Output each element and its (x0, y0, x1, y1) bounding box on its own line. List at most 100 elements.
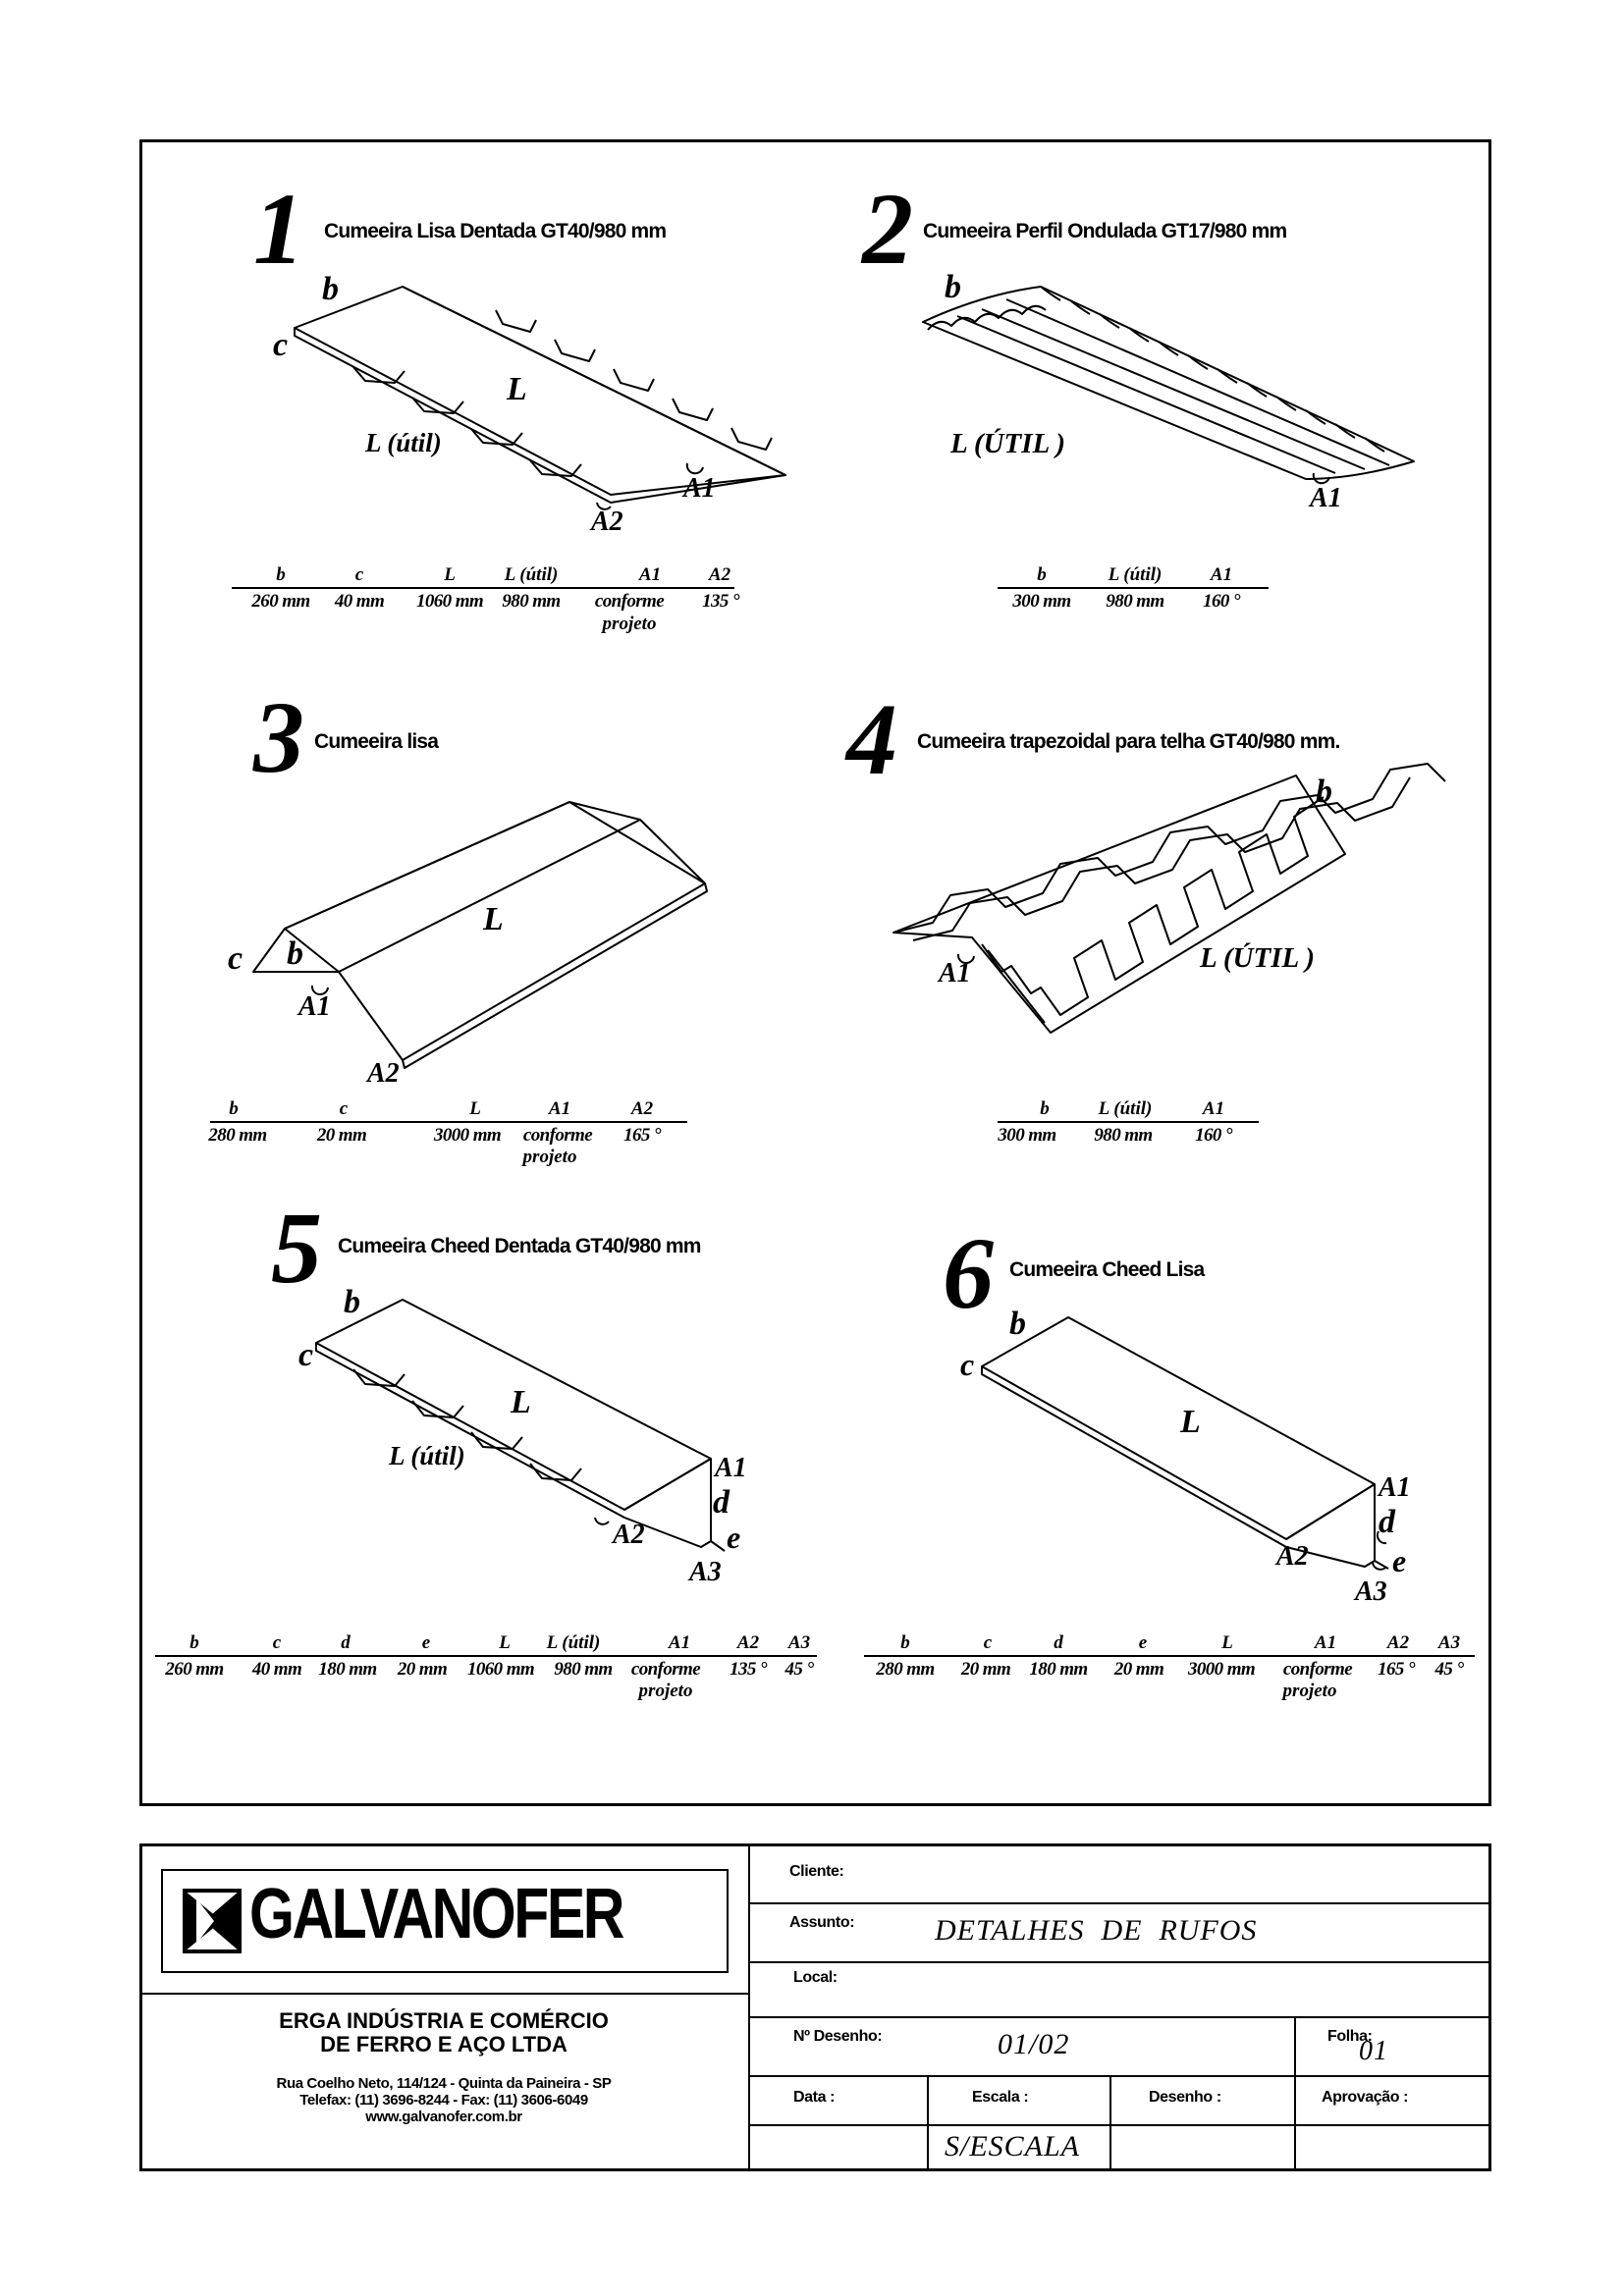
company-phone: Telefax: (11) 3696-8244 - Fax: (11) 3606… (299, 2092, 588, 2109)
item-2-label-L-util: L (ÚTIL ) (950, 428, 1066, 459)
row-line-1 (748, 1902, 1491, 1904)
item-3-label-A2: A2 (367, 1058, 400, 1089)
titleblock-divider (748, 1843, 750, 2171)
desenho-label: Desenho : (1149, 2089, 1221, 2106)
item-3-number: 3 (253, 681, 304, 794)
company-website: www.galvanofer.com.br (365, 2109, 522, 2125)
item-6-dim-headers: b c d e L A1 A2 A3 (864, 1628, 1475, 1657)
cliente-label: Cliente: (789, 1863, 844, 1880)
col-line-1 (927, 2075, 929, 2171)
company-address: Rua Coelho Neto, 114/124 - Quinta da Pai… (276, 2075, 612, 2092)
item-3-note: projeto (522, 1147, 577, 1167)
item-5-title: Cumeeira Cheed Dentada GT40/980 mm (338, 1235, 701, 1257)
item-2-title: Cumeeira Perfil Ondulada GT17/980 mm (923, 220, 1287, 242)
item-1-label-b: b (322, 271, 339, 307)
galvanofer-logo-icon (183, 1889, 242, 1953)
local-label: Local: (793, 1969, 838, 1986)
item-5-dim-headers: b c d e L L (útil) A1 A2 A3 (155, 1628, 817, 1657)
col-line-3 (1294, 2075, 1296, 2171)
ndesenho-value: 01/02 (998, 2028, 1070, 2060)
item-1-label-A2: A2 (591, 507, 623, 537)
item-6-note: projeto (1282, 1681, 1337, 1701)
escala-value: S/ESCALA (945, 2130, 1081, 2163)
assunto-label: Assunto: (789, 1914, 855, 1931)
item-2-number: 2 (862, 173, 913, 286)
titleblock-frame (139, 1843, 1491, 2171)
item-4-number: 4 (846, 683, 897, 796)
item-6-label-d: d (1379, 1504, 1395, 1540)
company-name-line1: ERGA INDÚSTRIA E COMÉRCIO (279, 2008, 609, 2033)
item-6-label-e: e (1392, 1543, 1407, 1578)
item-6-label-L: L (1180, 1404, 1201, 1440)
item-6-dim-values: 280 mm 20 mm 180 mm 20 mm 3000 mm confor… (876, 1659, 1464, 1680)
escala-label: Escala : (972, 2089, 1029, 2106)
item-5-label-e: e (727, 1520, 741, 1555)
item-4-label-A1: A1 (939, 958, 971, 988)
item-4-dim-values: 300 mm 980 mm 160 ° (998, 1125, 1232, 1146)
item-3-label-A1: A1 (298, 991, 331, 1022)
item-5-label-c: c (298, 1337, 314, 1373)
item-3-dim-headers: b c L A1 A2 (210, 1094, 687, 1123)
company-name-line2: DE FERRO E AÇO LTDA (320, 2032, 568, 2056)
item-1-title: Cumeeira Lisa Dentada GT40/980 mm (324, 220, 667, 242)
item-6-label-A1: A1 (1379, 1472, 1411, 1503)
item-6-label-A2: A2 (1276, 1541, 1309, 1572)
item-6-label-c: c (960, 1347, 975, 1382)
item-5-dim-values: 260 mm 40 mm 180 mm 20 mm 1060 mm 980 mm… (165, 1659, 814, 1680)
item-1-note: projeto (602, 614, 657, 634)
drawing-frame (139, 139, 1491, 1806)
item-5-number: 5 (271, 1192, 322, 1305)
logo-box (161, 1869, 729, 1973)
col-line-folha (1294, 2016, 1296, 2075)
item-2-label-A1: A1 (1310, 483, 1342, 513)
item-2-dim-headers: b L (útil) A1 (998, 560, 1269, 589)
item-3-label-c: c (228, 940, 243, 977)
item-1-label-c: c (273, 327, 289, 363)
item-5-label-L-util: L (útil) (389, 1441, 465, 1470)
item-1-label-L: L (507, 371, 527, 407)
item-2-label-b: b (945, 269, 961, 305)
folha-label: Folha: (1327, 2028, 1373, 2045)
item-6-title: Cumeeira Cheed Lisa (1009, 1258, 1205, 1281)
aprovacao-label: Aprovação : (1322, 2089, 1409, 2106)
item-6-label-A3: A3 (1355, 1576, 1387, 1607)
item-4-dim-headers: b L (útil) A1 (998, 1094, 1259, 1123)
item-3-label-b: b (287, 935, 303, 972)
item-3-dim-values: 280 mm 20 mm 3000 mm conforme 165 ° (208, 1125, 661, 1146)
item-1-label-A1: A1 (683, 473, 716, 504)
item-5-label-L: L (511, 1384, 531, 1420)
company-separator (139, 1993, 748, 1995)
col-line-2 (1109, 2075, 1111, 2171)
item-1-number: 1 (253, 173, 304, 286)
item-1-label-L-util: L (útil) (365, 428, 442, 457)
assunto-value: DETALHES DE RUFOS (935, 1914, 1258, 1947)
item-6-label-b: b (1009, 1306, 1026, 1342)
logo-text: GALVANOFER (249, 1875, 624, 1953)
item-3-label-L: L (483, 901, 504, 937)
item-4-label-b: b (1316, 774, 1332, 810)
item-4-title: Cumeeira trapezoidal para telha GT40/980… (917, 730, 1340, 753)
data-label: Data : (793, 2089, 836, 2106)
item-5-label-A3: A3 (689, 1557, 722, 1587)
item-4-label-L-util: L (ÚTIL ) (1200, 942, 1316, 974)
item-5-label-d: d (713, 1484, 730, 1521)
item-2-dim-values: 300 mm 980 mm 160 ° (1012, 591, 1240, 612)
item-3-title: Cumeeira lisa (314, 730, 439, 753)
row-line-3 (748, 2016, 1491, 2018)
item-5-label-A1: A1 (715, 1453, 747, 1483)
row-line-5 (748, 2124, 1491, 2126)
folha-value: 01 (1359, 2036, 1388, 2066)
item-6-number: 6 (943, 1217, 994, 1330)
item-5-label-b: b (344, 1284, 360, 1320)
item-5-label-A2: A2 (613, 1520, 645, 1550)
item-1-dim-headers: b c L L (útil) A1 A2 (232, 560, 734, 589)
item-5-note: projeto (638, 1681, 693, 1701)
item-1-dim-values: 260 mm 40 mm 1060 mm 980 mm conforme 135… (251, 591, 739, 612)
row-line-2 (748, 1961, 1491, 1963)
